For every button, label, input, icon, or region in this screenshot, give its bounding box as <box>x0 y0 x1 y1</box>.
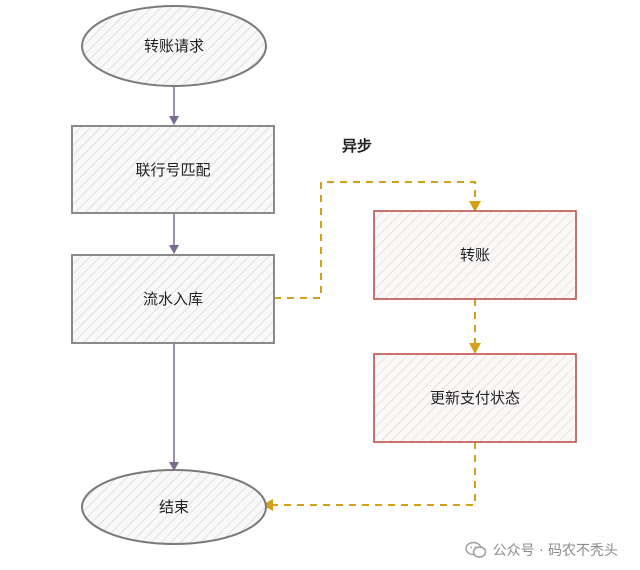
wechat-icon <box>464 541 486 558</box>
start-node-shape <box>81 5 267 87</box>
store-node-shape <box>71 254 275 344</box>
store-node-label: 流水入库 <box>143 290 203 308</box>
edge-store-to-transfer-async <box>274 181 481 299</box>
edge-update-to-end-async <box>262 442 476 511</box>
match-node-label: 联行号匹配 <box>135 161 210 179</box>
update-node-label: 更新支付状态 <box>430 389 520 407</box>
update-node-shape <box>373 353 577 443</box>
match-node-shape <box>71 125 275 214</box>
watermark: 公众号 · 码农不秃头 <box>464 540 618 560</box>
start-node-label: 转账请求 <box>144 37 204 55</box>
async-label: 异步 <box>342 137 372 155</box>
watermark-text: 公众号 · 码农不秃头 <box>492 543 618 559</box>
end-node-shape <box>81 469 267 545</box>
end-node-label: 结束 <box>159 498 189 516</box>
transfer-node-label: 转账 <box>460 246 490 264</box>
transfer-node-shape <box>373 210 577 300</box>
